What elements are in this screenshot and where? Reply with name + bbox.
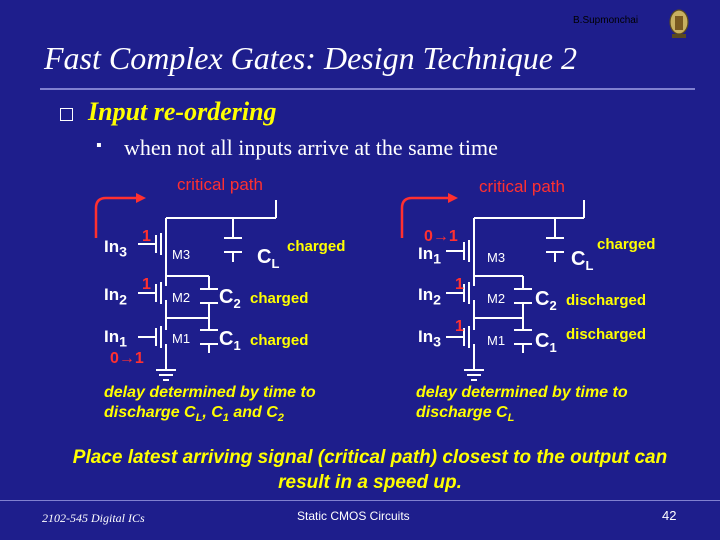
input-subscript: 2 [119, 292, 127, 309]
input-name: In [104, 327, 120, 346]
cap-label-c2-right: C2 [535, 288, 557, 313]
footer-topic: Static CMOS Circuits [297, 509, 410, 523]
input-subscript: 1 [119, 334, 127, 351]
delay-text: and C [228, 404, 278, 421]
cap-letter: C [535, 330, 550, 352]
cap-label-c2-left: C2 [219, 286, 241, 311]
input-value-in1-right: 0→1 [424, 228, 458, 245]
delay-subscript: 2 [277, 412, 284, 425]
delay-text: discharge C [104, 404, 196, 421]
footer-page-number: 42 [662, 508, 677, 523]
status-cl-right: charged [597, 236, 656, 253]
input-subscript: 1 [433, 251, 441, 268]
bullet-box-icon [60, 108, 73, 121]
cap-subscript: 2 [549, 298, 557, 313]
page-title: Fast Complex Gates: Design Technique 2 [44, 40, 577, 76]
cap-label-c1-right: C1 [535, 330, 557, 355]
status-c2-right: discharged [566, 292, 647, 309]
cap-letter: C [219, 286, 234, 308]
cap-subscript: 1 [233, 338, 241, 353]
input-name: In [104, 237, 120, 256]
delay-text: , C [202, 404, 223, 421]
status-cl-left: charged [287, 238, 346, 255]
square-bullet-icon: ▪ [96, 137, 102, 154]
cap-subscript: L [585, 258, 594, 273]
transistor-label-m1-right: M1 [487, 333, 506, 348]
critical-path-label-left: critical path [177, 175, 263, 194]
delay-note-right: delay determined by time to discharge CL [416, 383, 696, 428]
delay-line-2: discharge CL [416, 403, 696, 428]
delay-line-2: discharge CL, C1 and C2 [104, 403, 384, 428]
status-c2-left: charged [250, 290, 309, 307]
cap-subscript: 2 [233, 296, 241, 311]
delay-note-left: delay determined by time to discharge CL… [104, 383, 384, 428]
input-subscript: 3 [433, 334, 441, 351]
delay-subscript: L [507, 412, 515, 425]
delay-text: discharge C [416, 404, 508, 421]
input-value-in3-right: 1 [455, 318, 464, 335]
cap-letter: C [535, 288, 550, 310]
transistor-label-m3-right: M3 [487, 250, 506, 265]
input-value-in2-right: 1 [455, 276, 464, 293]
author-label: B.Supmonchai [573, 15, 639, 26]
cap-label-cl-right: CL [571, 248, 593, 273]
critical-path-label-right: critical path [479, 177, 565, 196]
conclusion-text: Place latest arriving signal (critical p… [72, 447, 668, 493]
status-c1-left: charged [250, 332, 309, 349]
input-name: In [418, 244, 434, 263]
title-divider [40, 88, 695, 90]
input-subscript: 3 [119, 244, 127, 261]
input-label-in3-right: In3 [418, 327, 441, 350]
transistor-label-m3-left: M3 [172, 247, 191, 262]
cap-subscript: 1 [549, 340, 557, 355]
cap-subscript: L [271, 256, 280, 271]
input-label-in2-left: In2 [104, 285, 127, 308]
input-name: In [104, 285, 120, 304]
cap-label-cl-left: CL [257, 246, 279, 271]
delay-subscript: L [195, 412, 203, 425]
transistor-label-m1-left: M1 [172, 331, 191, 346]
input-label-in3-left: In3 [104, 237, 127, 260]
input-name: In [418, 327, 434, 346]
footer-course: 2102-545 Digital ICs [42, 511, 145, 525]
bullet-heading: Input re-ordering [88, 97, 277, 126]
cap-letter: C [257, 246, 272, 268]
input-name: In [418, 285, 434, 304]
input-label-in1-left: In1 [104, 327, 127, 350]
input-value-in3-left: 1 [142, 228, 151, 245]
transistor-label-m2-left: M2 [172, 290, 191, 305]
cap-letter: C [219, 328, 234, 350]
input-value-in1-left: 0→1 [110, 350, 144, 367]
status-c1-right: discharged [566, 326, 647, 343]
bullet-subtext: when not all inputs arrive at the same t… [124, 135, 498, 160]
cap-letter: C [571, 248, 586, 270]
transistor-label-m2-right: M2 [487, 291, 506, 306]
delay-subscript: 1 [222, 412, 229, 425]
university-logo-icon [669, 9, 689, 38]
footer-divider [0, 500, 720, 501]
input-label-in2-right: In2 [418, 285, 441, 308]
input-subscript: 2 [433, 292, 441, 309]
delay-line-1: delay determined by time to [104, 384, 316, 401]
input-label-in1-right: In1 [418, 244, 441, 267]
delay-line-1: delay determined by time to [416, 384, 628, 401]
cap-label-c1-left: C1 [219, 328, 241, 353]
input-value-in2-left: 1 [142, 276, 151, 293]
